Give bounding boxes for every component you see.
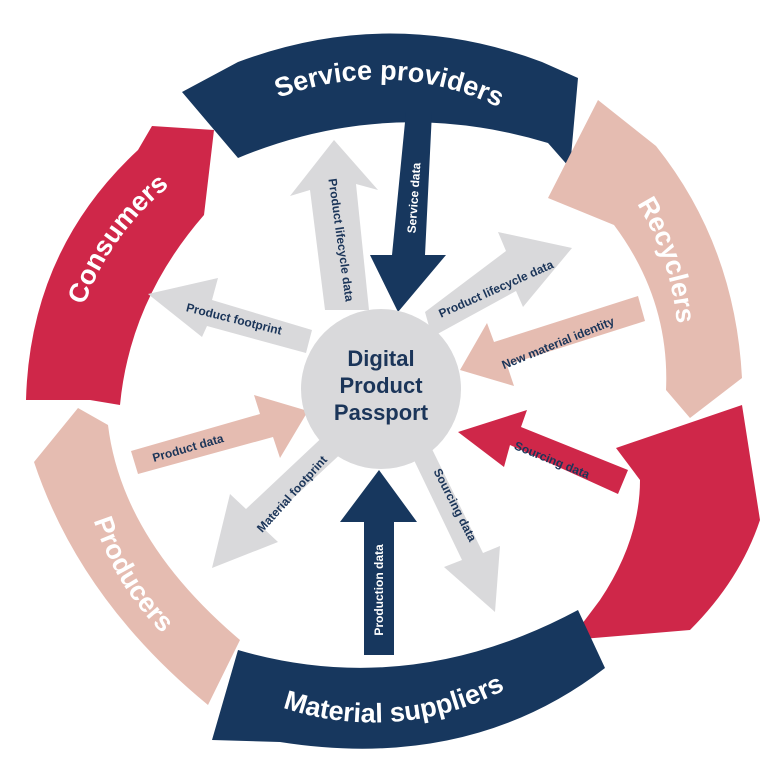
service-data-label: Service data: [405, 162, 424, 234]
production-data-label: Production data: [372, 544, 386, 636]
digital-product-passport-hub: Digital Product Passport: [301, 309, 461, 469]
arrow-product-footprint: Product footprint: [148, 278, 312, 353]
material-suppliers-arrow-shape: [212, 610, 605, 749]
product-footprint-arrow-shape: [148, 278, 312, 353]
arrow-product-data: Product data: [131, 395, 308, 474]
sourcing-segment: [570, 405, 760, 640]
consumers-segment: Consumers: [26, 126, 214, 405]
recyclers-segment: Recyclers: [548, 100, 742, 418]
arrow-sourcing-data-in: Sourcing data: [458, 410, 628, 494]
consumers-arrow-shape: [26, 126, 214, 405]
arrow-service-data: Service data: [370, 112, 446, 312]
sourcing-data-in-arrow-shape: [458, 410, 628, 494]
material-footprint-arrow-shape: [212, 430, 347, 568]
arrow-new-material-identity: New material identity: [460, 296, 645, 386]
center-title-line1: Digital: [347, 346, 414, 371]
product-lifecycle-up-arrow-shape: [290, 140, 378, 310]
arrow-product-lifecycle-right: Product lifecycle data: [425, 232, 572, 337]
center-title-line3: Passport: [334, 400, 429, 425]
new-material-identity-arrow-shape: [460, 296, 645, 386]
producers-arrow-shape: [34, 408, 240, 705]
center-circle: [301, 309, 461, 469]
center-title-line2: Product: [339, 373, 423, 398]
sourcing-arrow-shape: [570, 405, 760, 640]
recyclers-arrow-shape: [548, 100, 742, 418]
material-suppliers-segment: Material suppliers: [212, 610, 605, 749]
arrow-production-data: Production data: [340, 470, 417, 655]
sourcing-data-out-arrow-shape: [413, 445, 500, 612]
product-data-arrow-shape: [131, 395, 308, 474]
arrow-sourcing-data-out: Sourcing data: [413, 445, 500, 612]
product-lifecycle-right-arrow-shape: [425, 232, 572, 337]
service-data-arrow-shape: [370, 112, 446, 312]
production-data-arrow-shape: [340, 470, 417, 655]
service-providers-segment: Service providers: [182, 33, 578, 168]
service-providers-arrow-shape: [182, 33, 578, 168]
arrow-product-lifecycle-up: Product lifecycle data: [290, 140, 378, 310]
